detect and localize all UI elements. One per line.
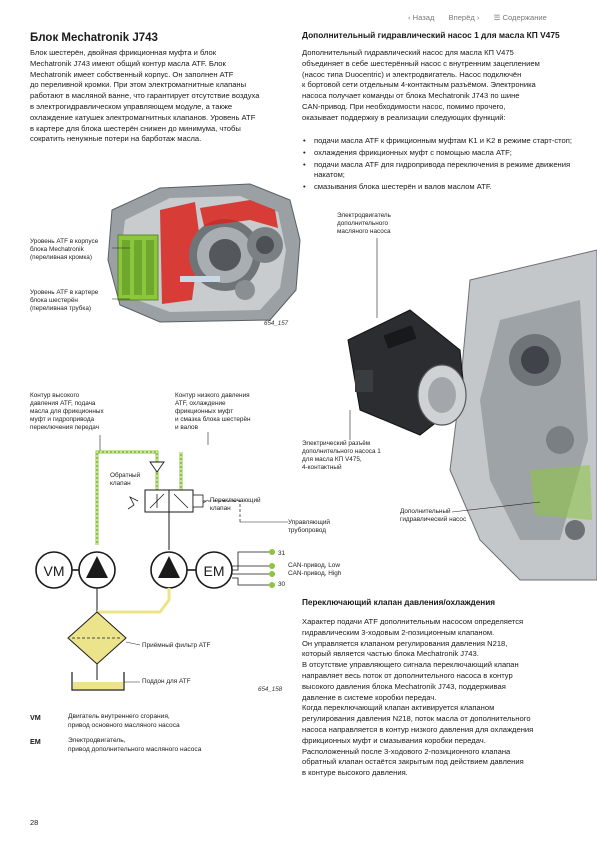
can-high-label: CAN-привод, High (288, 570, 342, 577)
page-navigation: ‹ Назад Вперёд › ☰ Содержание (408, 13, 559, 22)
gearbox-cutaway-illustration (107, 183, 301, 323)
list-item: охлаждения фрикционных муфт с помощью ма… (302, 148, 577, 159)
back-link[interactable]: ‹ Назад (408, 13, 435, 22)
check-valve-label: Обратный клапан (110, 472, 141, 487)
aux-pump-label: Дополнительный гидравлический насос (400, 508, 467, 523)
pump-intro: Дополнительный гидравлический насос для … (302, 48, 540, 122)
legend-value-em: Электродвигатель, привод дополнительного… (68, 737, 202, 753)
diagram-figure-code: 654_158 (258, 686, 283, 693)
mechatronik-intro: Блок шестерён, двойная фрикционная муфта… (30, 48, 260, 144)
page-title: Блок Mechatronik J743 (30, 32, 158, 44)
pump-motor-label: Электродвигатель дополнительного масляно… (337, 212, 391, 235)
atf-level-mechatronik-label: Уровень ATF в корпусе блока Mechatronik … (30, 238, 99, 261)
photo-figure-code: 654_157 (264, 320, 289, 327)
pump-connector-label: Электрический разъём дополнительного нас… (302, 440, 381, 471)
pump-section-title: Дополнительный гидравлический насос 1 дл… (302, 30, 560, 40)
list-item: подачи масла ATF для гидропривода перекл… (302, 160, 577, 182)
switch-valve-section-title: Переключающий клапан давления/охлаждения (302, 598, 496, 607)
legend-value-vm: Двигатель внутреннего сгорания, привод о… (68, 713, 180, 729)
legend-key-vm: VM (30, 713, 41, 722)
can-low-label: CAN-привод, Low (288, 562, 340, 569)
legend-key-em: EM (30, 737, 41, 746)
forward-link[interactable]: Вперёд › (448, 13, 480, 22)
atf-level-gearbox-label: Уровень ATF в картере блока шестерён (пе… (30, 289, 99, 312)
page-number: 28 (30, 818, 39, 827)
pin-31-label: 31 (278, 550, 286, 557)
sump-label: Поддон для ATF (142, 678, 191, 685)
auxiliary-pump-illustration (347, 249, 597, 581)
control-pipe-label: Управляющий трубопровод (288, 519, 330, 534)
svg-text:EM: EM (204, 563, 225, 579)
svg-text:VM: VM (44, 563, 65, 579)
low-pressure-circuit-label: Контур низкого давления ATF, охлаждение … (175, 392, 251, 431)
switch-valve-section-text: Характер подачи ATF дополнительным насос… (302, 617, 534, 778)
pin-30-label: 30 (278, 581, 286, 588)
switch-valve-label: Переключающий клапан (210, 497, 261, 512)
list-item: смазывания блока шестерён и валов маслом… (302, 182, 577, 193)
high-pressure-circuit-label: Контур высокого давления ATF, подача мас… (30, 392, 104, 431)
list-item: подачи масла ATF к фрикционным муфтам K1… (302, 136, 577, 147)
filter-label: Приёмный фильтр ATF (142, 642, 211, 649)
pump-function-list: подачи масла ATF к фрикционным муфтам K1… (302, 136, 577, 194)
contents-link[interactable]: ☰ Содержание (493, 13, 547, 22)
